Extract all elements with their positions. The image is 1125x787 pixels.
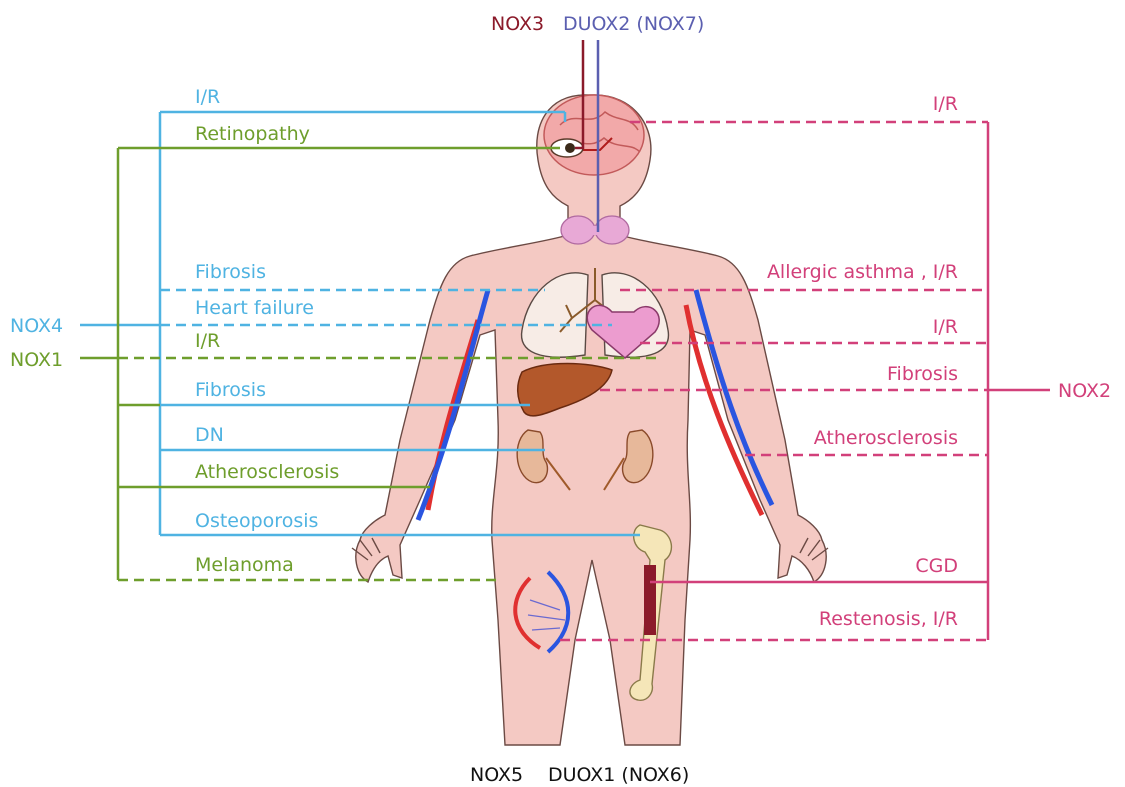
gene-label-nox2: NOX2 <box>1058 380 1111 402</box>
nox2-label-ir-heart: I/R <box>933 316 958 338</box>
nox4-label-fibrosis-lung: Fibrosis <box>195 261 266 283</box>
nox4-label-fibrosis-liver: Fibrosis <box>195 379 266 401</box>
nox2-label-cgd: CGD <box>915 555 958 577</box>
nox1-label-ir-heart: I/R <box>195 330 220 352</box>
nox1-label-retinopathy: Retinopathy <box>195 123 310 145</box>
nox2-label-atherosclerosis: Atherosclerosis <box>814 427 958 449</box>
gene-label-nox3: NOX3 <box>491 13 544 35</box>
nox2-label-restenosis: Restenosis, I/R <box>819 608 958 630</box>
nox1-label-atherosclerosis: Atherosclerosis <box>195 461 339 483</box>
nox4-label-dn: DN <box>195 424 224 446</box>
nox4-label-heart-failure: Heart failure <box>195 297 314 319</box>
body-silhouette <box>352 95 828 745</box>
brain-icon <box>544 95 644 175</box>
gene-label-nox1: NOX1 <box>10 349 63 371</box>
gene-label-duox2: DUOX2 (NOX7) <box>563 13 704 35</box>
nox1-label-melanoma: Melanoma <box>195 554 294 576</box>
nox2-label-ir-brain: I/R <box>933 93 958 115</box>
gene-label-nox4: NOX4 <box>10 315 63 337</box>
nox2-label-allergic-asthma: Allergic asthma , I/R <box>767 261 958 283</box>
gene-label-duox1: DUOX1 (NOX6) <box>548 764 689 786</box>
nox4-label-ir-brain: I/R <box>195 86 220 108</box>
nox4-label-osteoporosis: Osteoporosis <box>195 510 318 532</box>
nox2-label-fibrosis: Fibrosis <box>887 363 958 385</box>
gene-label-nox5: NOX5 <box>470 764 523 786</box>
